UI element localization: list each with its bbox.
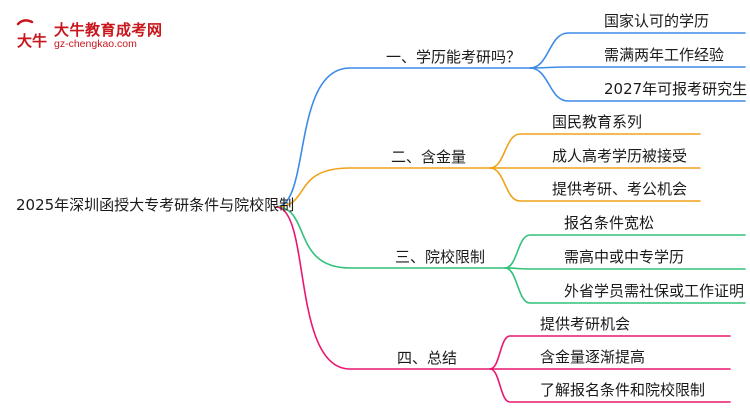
branch-3-label: 三、院校限制 — [395, 248, 486, 266]
branch-3-connector — [275, 206, 506, 269]
branch-3-child-3: 外省学员需社保或工作证明 — [564, 282, 745, 300]
branch-1-child-1: 国家认可的学历 — [604, 12, 710, 30]
branch-2-child-3-connector — [489, 167, 701, 202]
branch-4-connector — [275, 206, 491, 370]
branch-4-child-3: 了解报名条件和院校限制 — [540, 381, 706, 399]
branch-1-child-1-connector — [529, 32, 746, 69]
logo-name: 大牛教育成考网 — [54, 21, 163, 39]
branch-1-child-2-connector — [529, 66, 746, 69]
branch-1-child-3: 2027年可报考研究生 — [604, 80, 748, 98]
root-node: 2025年深圳函授大专考研条件与院校限制 — [16, 196, 295, 214]
branch-3-child-1: 报名条件宽松 — [564, 214, 655, 232]
branch-3-child-2: 需高中或中专学历 — [564, 248, 685, 266]
branch-2-child-1: 国民教育系列 — [552, 113, 643, 131]
branch-1-label: 一、学历能考研吗？ — [386, 48, 522, 66]
branch-2-child-1-connector — [489, 133, 701, 169]
branch-2-child-3: 提供考研、考公机会 — [552, 180, 688, 198]
branch-4-label: 四、总结 — [397, 349, 458, 367]
logo-mark-text: 大牛 — [17, 32, 47, 50]
branch-2-child-2: 成人高考学历被接受 — [552, 147, 688, 165]
branch-1-child-3-connector — [529, 67, 746, 102]
branch-4-child-3-connector — [489, 368, 731, 403]
branch-4-child-1-connector — [489, 335, 731, 370]
branch-4-child-1: 提供考研机会 — [540, 315, 631, 333]
branch-3-child-3-connector — [504, 267, 746, 304]
branch-4-child-2: 含金量逐渐提高 — [540, 348, 646, 366]
branch-3-child-2-connector — [504, 267, 746, 270]
branch-2-label: 二、含金量 — [391, 148, 467, 166]
branch-1-child-2: 需满两年工作经验 — [604, 46, 725, 64]
logo-url: gz-chengkao.com — [54, 38, 137, 50]
branch-2-connector — [275, 167, 491, 208]
site-logo[interactable]: 大牛 大牛教育成考网 gz-chengkao.com — [14, 16, 164, 56]
branch-1-connector — [275, 67, 531, 208]
logo-mark-icon: 大牛 — [16, 19, 47, 50]
branch-3-child-1-connector — [504, 234, 746, 269]
